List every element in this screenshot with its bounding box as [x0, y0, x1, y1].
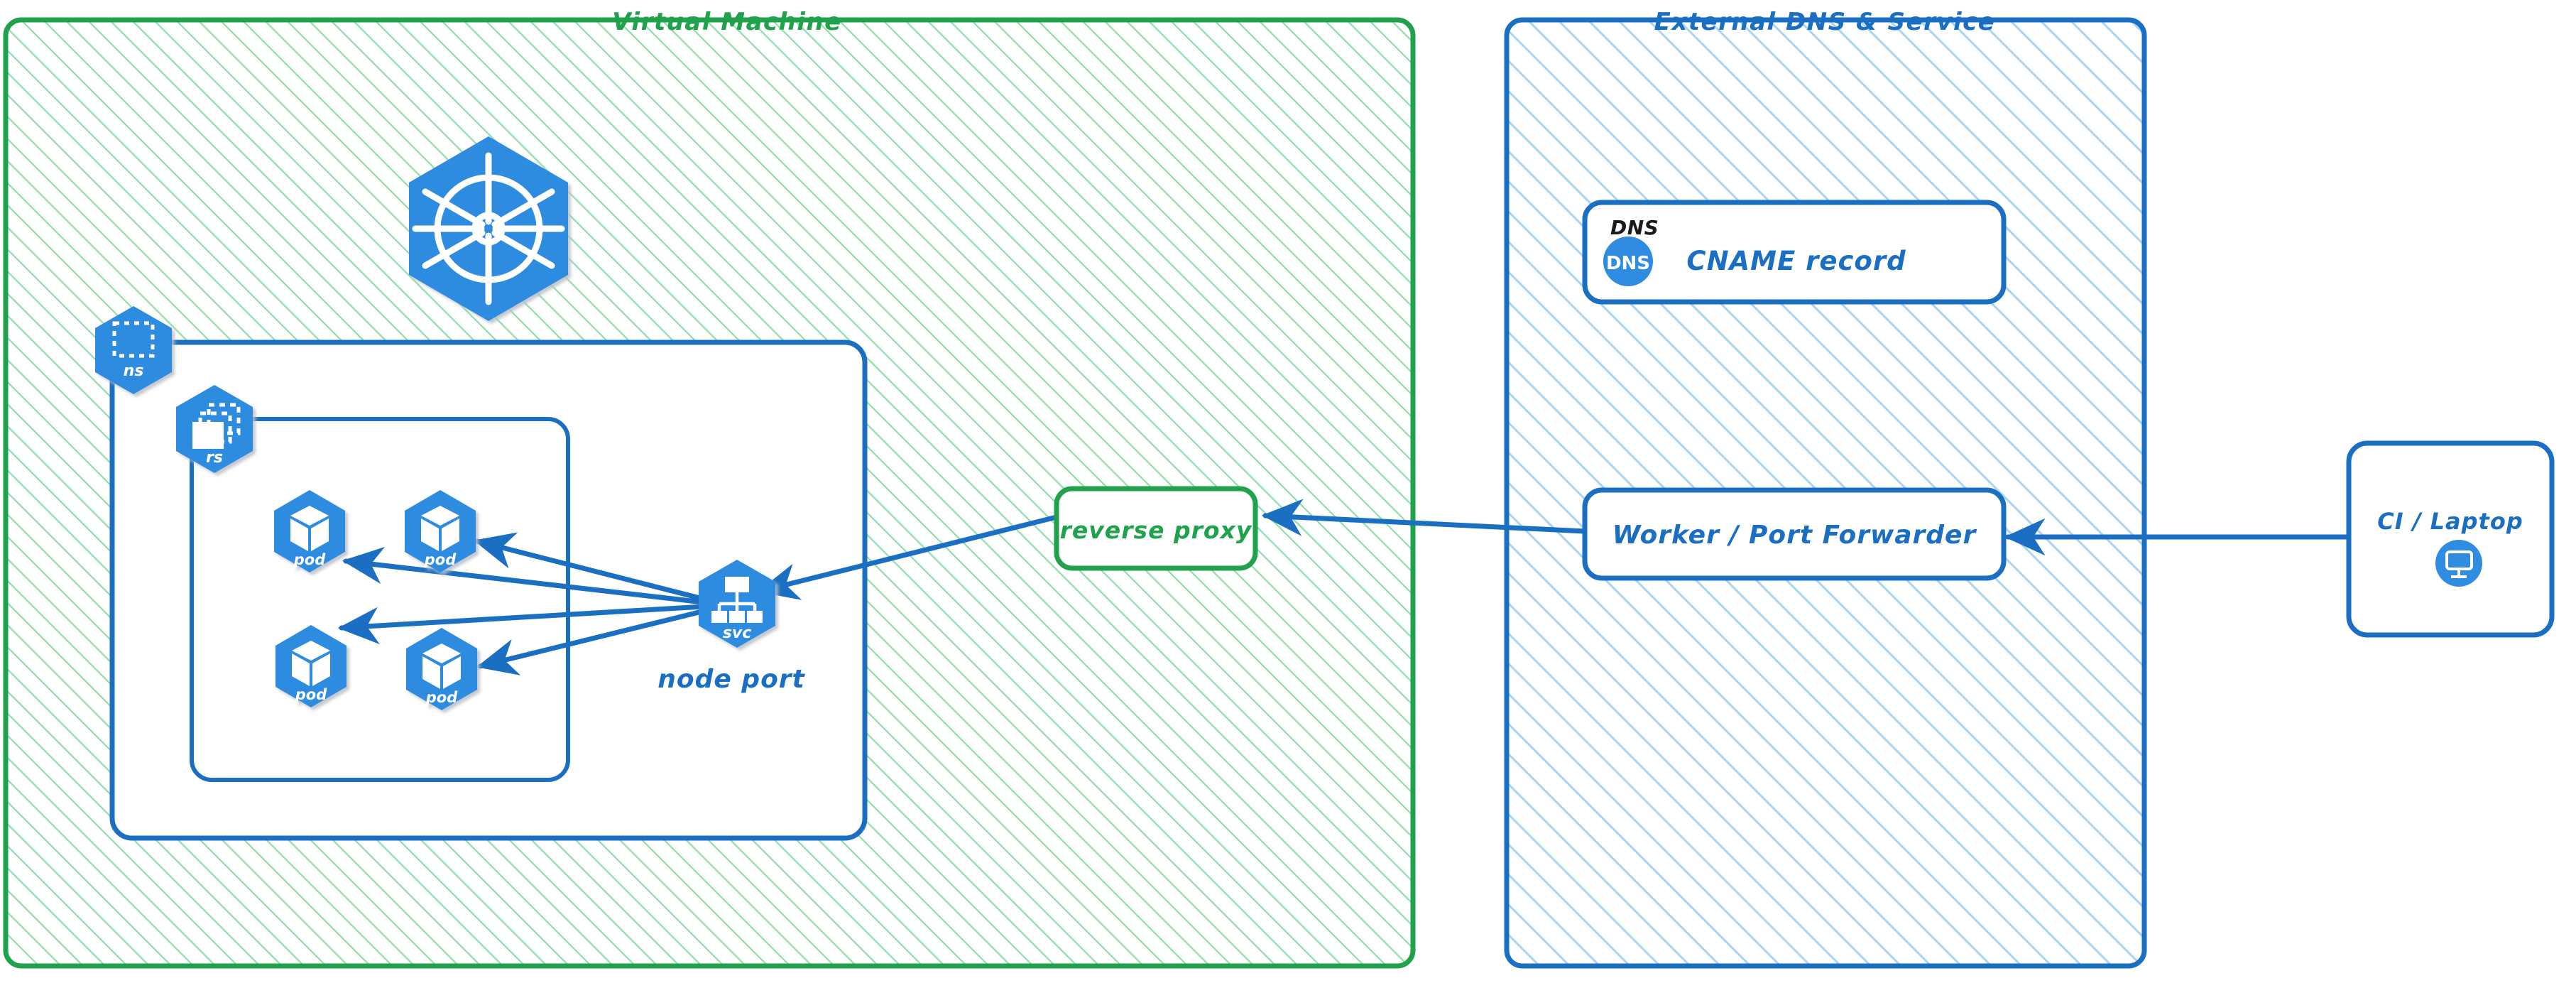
k8s-node-pod3: pod	[275, 625, 346, 707]
panel-title-external-dns-service: External DNS & Service	[1654, 8, 1996, 36]
k8s-node-pod2: pod	[405, 490, 476, 572]
k8s-node-pod2-badge: pod	[424, 551, 457, 568]
connection-svc-to-pod1	[342, 546, 731, 608]
k8s-node-rs: rs	[176, 385, 253, 473]
connection-svc-to-pod4	[476, 602, 731, 675]
dns-card-label: CNAME record	[1686, 246, 1906, 276]
reverse-proxy-label: reverse proxy	[1060, 516, 1252, 544]
pod-cube-icon	[292, 641, 330, 686]
pod-cube-icon	[422, 643, 461, 689]
service-tree-icon	[711, 577, 763, 623]
connection-reverse-proxy-to-svc	[757, 514, 1059, 600]
ci-laptop-label: CI / Laptop	[2377, 508, 2523, 535]
worker-box-shape	[1582, 487, 2007, 581]
k8s-node-svc: svc	[699, 560, 775, 648]
dns-circle-icon	[1603, 237, 1653, 286]
replicaset-container-box	[190, 417, 570, 782]
namespace-icon	[112, 321, 155, 358]
k8s-node-pod1-badge: pod	[293, 551, 326, 568]
kubernetes-logo	[409, 136, 568, 321]
ci-laptop-box-shape	[2346, 440, 2555, 638]
pod-cube-icon	[421, 506, 459, 551]
box-ci-laptop[interactable]: CI / Laptop	[2346, 440, 2555, 638]
connection-worker-to-reverse-proxy	[1261, 499, 1588, 536]
k8s-node-ns: ns	[95, 306, 172, 394]
k8s-node-pod4: pod	[406, 628, 477, 710]
panel-title-virtual-machine: Virtual Machine	[612, 8, 842, 36]
desktop-monitor-icon	[2435, 540, 2482, 587]
node-port-label: node port	[657, 665, 805, 694]
connection-svc-to-pod2	[473, 532, 731, 608]
connection-svc-to-pod3	[337, 602, 731, 645]
box-reverse-proxy[interactable]: reverse proxy	[1054, 486, 1258, 571]
dns-circle-icon-label: DNS	[1606, 253, 1650, 274]
k8s-node-svc-badge: svc	[723, 624, 751, 642]
pod-cube-icon	[290, 506, 329, 551]
k8s-node-ns-badge: ns	[124, 362, 144, 380]
box-worker-port-forwarder[interactable]: Worker / Port Forwarder	[1582, 487, 2007, 581]
reverse-proxy-box-shape	[1054, 486, 1258, 571]
card-dns-cname[interactable]: DNS DNS CNAME record	[1582, 200, 2007, 305]
k8s-node-pod1: pod	[274, 490, 345, 572]
replicaset-icon	[192, 403, 241, 449]
connection-group-svc-pods	[337, 532, 731, 675]
k8s-node-pod3-badge: pod	[295, 686, 327, 703]
k8s-node-rs-badge: rs	[206, 449, 223, 467]
worker-label: Worker / Port Forwarder	[1612, 521, 1977, 550]
dns-card-shape	[1582, 200, 2007, 305]
k8s-node-pod4-badge: pod	[425, 689, 458, 706]
dns-card-caption: DNS	[1610, 216, 1659, 239]
